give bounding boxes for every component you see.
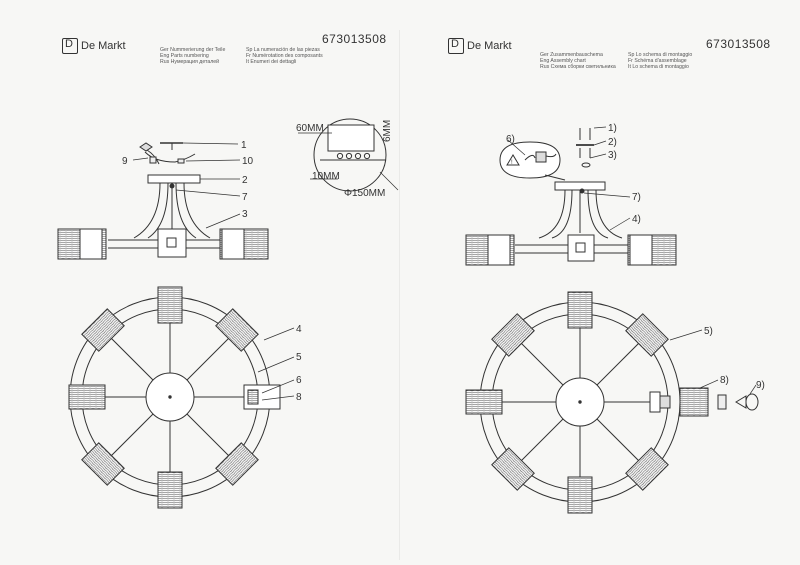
top-callout-leaders: [257, 327, 295, 401]
callout-6: 6): [506, 134, 515, 145]
legend-line: Ger Nummerierung der Teile: [160, 47, 226, 53]
callout-9: 9: [122, 156, 128, 167]
hardware-parts: [576, 126, 607, 168]
callout-8: 8: [296, 392, 302, 403]
brand-logo: De Markt: [448, 38, 512, 54]
side-callout-leaders: [132, 142, 241, 229]
legend-line: Fr Schéma d'assemblage: [628, 58, 687, 65]
dim-spacing: 10MM: [312, 171, 340, 182]
callout-3: 3): [608, 150, 617, 161]
legend-line: Rus Нумерация деталей: [160, 59, 220, 66]
dim-width: 60MM: [296, 123, 324, 134]
top-view: [465, 291, 759, 514]
legend-line: Eng Parts numbering: [160, 53, 209, 60]
product-code: 673013508: [322, 32, 387, 46]
callout-6: 6: [296, 375, 302, 386]
dim-height: 6MM: [382, 120, 393, 142]
callout-10: 10: [242, 156, 254, 167]
callout-3: 3: [242, 209, 248, 220]
parts-numbering-page: De Markt 673013508 Ger Nummerierung der …: [0, 0, 400, 565]
canopy-detail: [298, 118, 399, 192]
assembly-chart-page: De Markt 673013508 Ger Zusammenbauschema…: [400, 0, 800, 565]
callout-2: 2): [608, 137, 617, 148]
legend-line: Eng Assembly chart: [540, 58, 586, 65]
svg-text:!: !: [511, 160, 513, 166]
callout-5: 5: [296, 352, 302, 363]
wiring-detail: !: [499, 139, 566, 181]
product-code: 673013508: [706, 37, 771, 51]
parts-drawing: 1 9 10 2 7 3 60MM 6MM 10MM Φ150MM: [57, 30, 400, 560]
legend-line: It Enumeri dei dettagli: [246, 59, 297, 66]
brand-name: De Markt: [467, 40, 512, 52]
legend-line: It Lo schema di montaggio: [628, 64, 689, 71]
legend-line: Sp La numeración de las piezas: [246, 47, 320, 53]
brand-logo-icon: [448, 38, 464, 54]
legend-line: Ger Zusammenbauschema: [540, 52, 603, 58]
callout-5: 5): [704, 326, 713, 337]
brand-name: De Markt: [81, 40, 126, 52]
brand-logo: De Markt: [62, 38, 126, 54]
callout-4: 4: [296, 324, 302, 335]
callout-2: 2: [242, 175, 248, 186]
callout-7: 7): [632, 192, 641, 203]
top-view: [68, 286, 281, 509]
legend-line: Fr Numérotation des composants: [246, 53, 323, 60]
assembly-drawing: 1) 2) 3) ! 6): [465, 123, 765, 514]
callout-4: 4): [632, 214, 641, 225]
callout-1: 1: [241, 140, 247, 151]
callout-1: 1): [608, 123, 617, 134]
callout-8: 8): [720, 375, 729, 386]
side-view: [465, 181, 677, 266]
legend-line: Sp Lo schema di montaggio: [628, 52, 693, 58]
callout-9: 9): [756, 380, 765, 391]
callout-7: 7: [242, 192, 248, 203]
brand-logo-icon: [62, 38, 78, 54]
legend-line: Rus Схема сборки светильника: [540, 64, 616, 71]
side-view: [57, 142, 269, 260]
dim-diameter: Φ150MM: [344, 188, 385, 199]
